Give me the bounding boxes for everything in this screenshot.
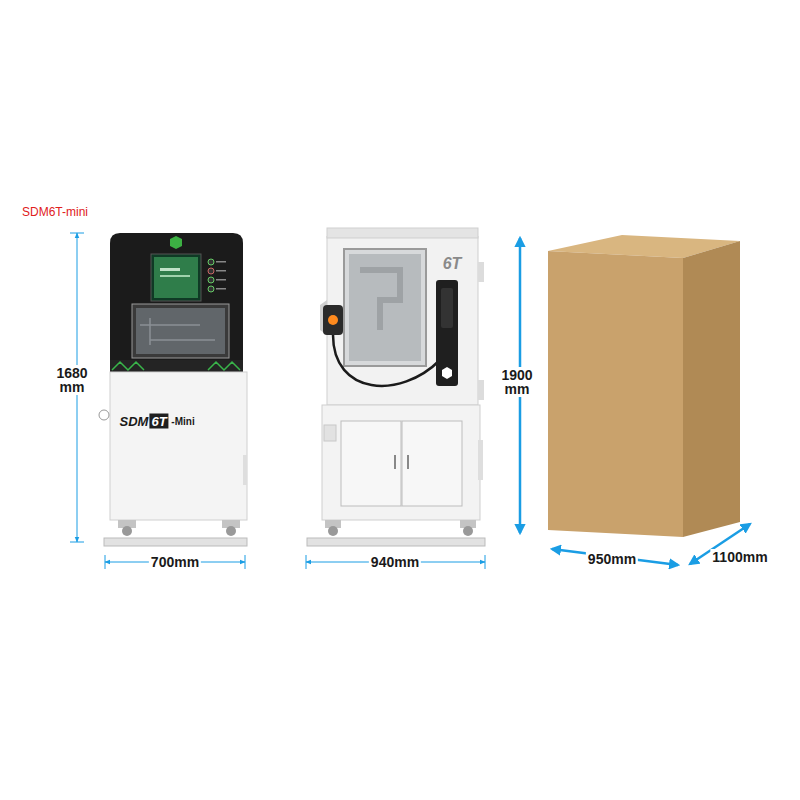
drawing-part (478, 380, 484, 400)
drawing-part (104, 538, 247, 546)
drawing-part (402, 421, 462, 506)
drawing-part (216, 261, 226, 263)
carton (548, 235, 740, 537)
drawing-part (243, 455, 247, 485)
drawing-part (463, 526, 473, 536)
logo-text: 6T (149, 414, 168, 429)
dimension-label: 1900 mm (495, 367, 539, 397)
drawing-part (307, 538, 485, 546)
drawing-part (349, 254, 421, 361)
drawing-part (407, 455, 409, 469)
drawing-part (70, 233, 84, 234)
drawing-part (333, 335, 440, 386)
dimension-label: 1680 mm (50, 365, 94, 395)
drawing-part (110, 372, 247, 520)
drawing-part (683, 241, 740, 537)
dimension-label: 940mm (369, 554, 421, 570)
drawing-part (328, 526, 338, 536)
drawing-part (136, 308, 225, 354)
drawing-part (110, 233, 243, 372)
drawing-part (208, 277, 214, 283)
drawing-part (70, 542, 84, 543)
drawing-part (170, 236, 182, 249)
drawing-part (208, 268, 214, 274)
drawing-part (154, 257, 198, 298)
model-title: SDM6T-mini (22, 205, 88, 219)
drawing-part (110, 360, 243, 372)
drawing-part (485, 555, 486, 569)
drawing-part (306, 555, 307, 569)
drawing-part (245, 555, 246, 569)
drawing-part (360, 270, 400, 330)
drawing-part (324, 425, 336, 441)
side-view (307, 228, 485, 546)
drawing-part (328, 315, 338, 325)
drawing-part (478, 262, 484, 282)
drawing-part (208, 259, 214, 265)
drawing-part (226, 526, 236, 536)
dimension-label: 700mm (149, 554, 201, 570)
front-view (99, 233, 247, 546)
drawing-part (132, 304, 229, 358)
dimension-label: 950mm (586, 551, 638, 567)
drawing-part (105, 555, 106, 569)
drawing-part (216, 288, 226, 290)
drawing-part (99, 410, 109, 420)
drawing-part (151, 254, 201, 301)
drawing-part (160, 275, 190, 277)
drawing-part (216, 279, 226, 281)
drawing-part (322, 405, 480, 520)
dimension-label: 1100mm (710, 549, 769, 565)
drawing-part (441, 288, 453, 328)
drawing-part (394, 455, 396, 469)
drawing-part (344, 249, 426, 366)
drawing-part (548, 251, 683, 537)
drawing-part (160, 268, 180, 271)
drawing-part (327, 236, 478, 405)
drawing-part (216, 270, 226, 272)
drawing-part (478, 440, 483, 480)
drawing-part (208, 286, 214, 292)
logo-text: 6T (441, 255, 464, 273)
drawing-part (436, 280, 458, 386)
drawing-part (323, 305, 343, 335)
drawing-part (442, 367, 452, 379)
drawing-part (341, 421, 401, 506)
drawing-part (327, 228, 478, 238)
drawing-part (122, 526, 132, 536)
logo-text: SDM (118, 414, 151, 429)
logo-text: -Mini (169, 416, 196, 428)
dimension-lines (70, 233, 750, 569)
drawing-part (140, 318, 215, 345)
drawing-part (112, 362, 240, 370)
